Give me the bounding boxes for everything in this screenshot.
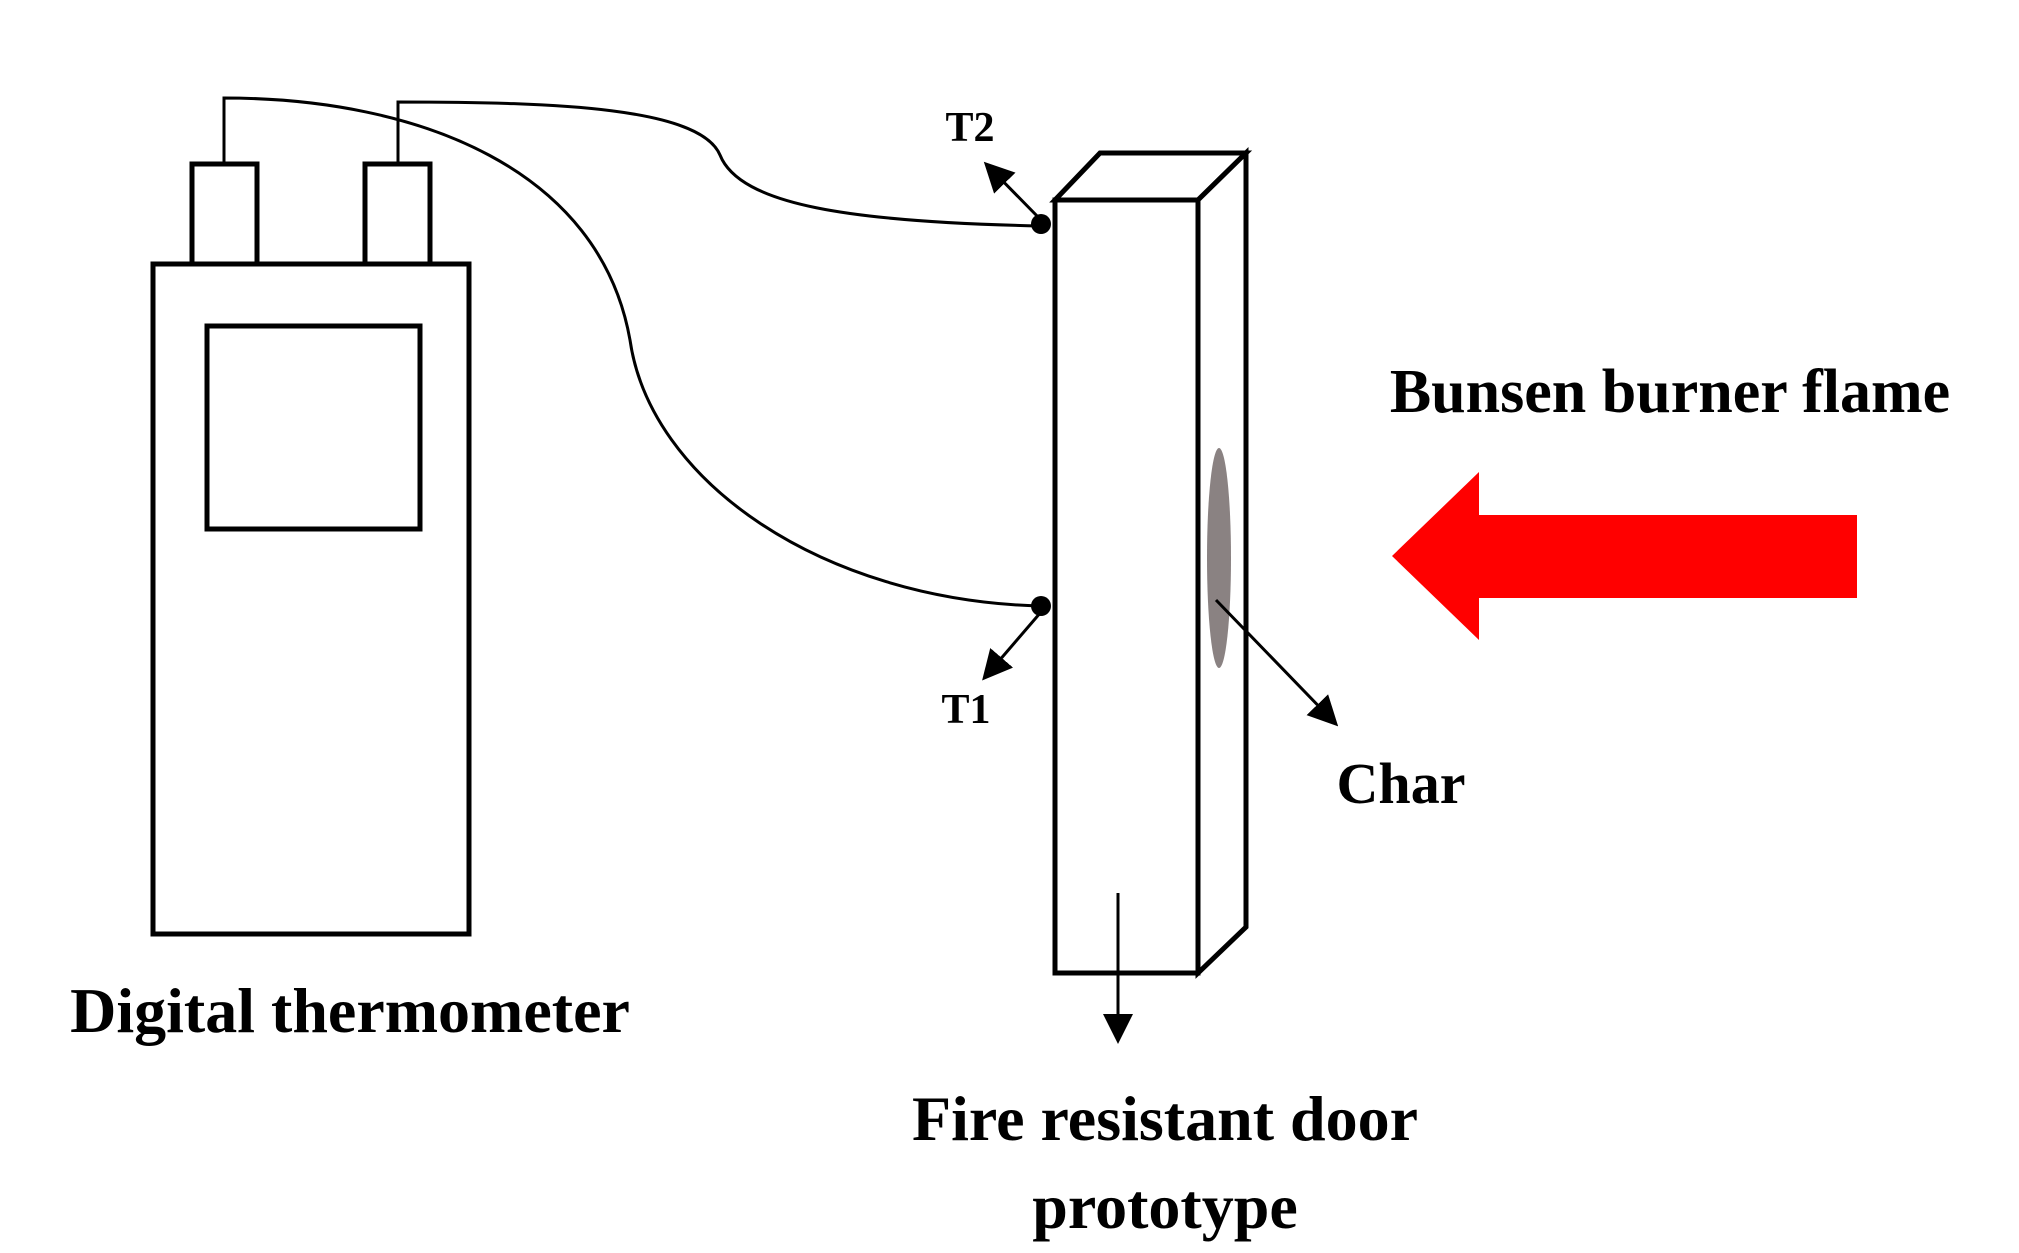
t2-label: T2 [945,105,994,151]
char-pointer-arrow [1214,598,1339,727]
char-label: Char [1337,751,1466,816]
thermocouple-wire-t2 [396,100,1041,228]
thermocouple-junction-t2 [1031,214,1051,234]
thermocouple-wire-t1 [222,96,1041,608]
t2-pointer-arrow [983,161,1043,222]
t1-pointer-arrow [982,611,1043,681]
t1-label: T1 [941,687,990,733]
fire-resistant-door-prototype [1049,147,1253,979]
flame-label: Bunsen burner flame [1390,358,1950,426]
door-label-line2: prototype [1032,1171,1297,1242]
digital-thermometer [150,161,472,937]
char-mark [1207,448,1231,668]
thermometer-connector-left [189,161,260,267]
thermometer-connector-right [362,161,433,267]
door-label-line1: Fire resistant door [912,1083,1418,1154]
thermometer-display [204,323,423,532]
thermocouple-junction-t1 [1031,596,1051,616]
flame-direction-arrow [1392,472,1857,640]
thermometer-label: Digital thermometer [70,975,630,1046]
door-front-face [1052,197,1201,976]
